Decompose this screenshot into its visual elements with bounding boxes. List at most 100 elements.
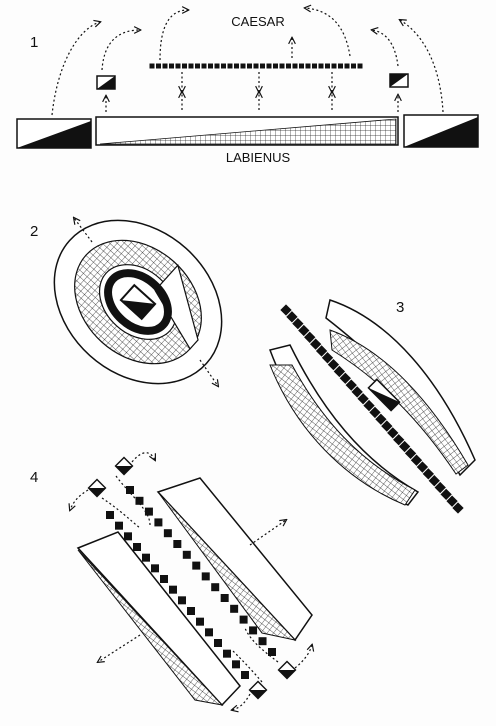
- panel-3-line-square: [357, 393, 369, 405]
- panel-3-line-square: [321, 352, 334, 364]
- panel-3-line-square: [298, 324, 310, 337]
- caesar-right-wing-unit: [389, 73, 409, 88]
- caesar-line-square: [312, 63, 317, 69]
- panel-2: 2: [30, 187, 223, 417]
- caesar-battle-line: [149, 63, 363, 69]
- panel-4-upper-left-block: [156, 477, 313, 642]
- caesar-line-square: [305, 63, 311, 69]
- labienus-label: LABIENUS: [226, 150, 291, 165]
- panel-4-line-a-square: [249, 626, 258, 635]
- panel-3-line-square: [428, 475, 440, 487]
- panel-4-line-a-square: [144, 507, 153, 516]
- panel-3-line-square: [333, 365, 346, 378]
- caesar-line-square: [299, 63, 304, 69]
- panel-4-unit-left: [87, 478, 107, 498]
- panel-3-line-square: [452, 502, 464, 514]
- caesar-line-square: [292, 63, 298, 69]
- panel-4-line-a-square: [201, 572, 210, 581]
- caesar-line-square: [208, 63, 213, 69]
- caesar-line-square: [227, 63, 233, 69]
- caesar-line-square: [266, 63, 272, 69]
- panel-1: 1 CAESAR LABIENUS: [16, 8, 479, 165]
- caesar-line-square: [331, 63, 337, 69]
- caesar-line-square: [175, 63, 181, 69]
- caesar-line-square: [240, 63, 246, 69]
- panel-4-line-a-square: [126, 486, 134, 494]
- panel-4-line-b-square: [223, 649, 231, 658]
- caesar-line-square: [156, 63, 161, 69]
- panel-number-3: 3: [396, 299, 404, 316]
- panel-4-unit-right: [277, 660, 297, 680]
- panel-3-line-square: [309, 338, 322, 350]
- panel-3-caesar-line: [280, 304, 464, 514]
- panel-4-line-b-square: [115, 521, 123, 530]
- caesar-line-square: [286, 63, 291, 69]
- panel-3-line-square: [398, 440, 411, 453]
- panel-4-movement-arrows: [70, 452, 312, 710]
- panel-4-line-b-square: [106, 511, 114, 519]
- panel-4-line-a-square: [192, 561, 201, 570]
- panel-3-line-square: [416, 461, 429, 473]
- panel-3-line-square: [375, 413, 387, 425]
- panel-4-line-a-square: [163, 529, 172, 538]
- panel-4-line-b-square: [187, 607, 195, 615]
- caesar-line-square: [260, 63, 265, 69]
- caesar-line-square: [214, 63, 220, 69]
- panel-3-line-square: [434, 481, 446, 494]
- caesar-line-square: [279, 63, 285, 69]
- panel-4-line-a: [126, 486, 276, 656]
- panel-4-line-b-square: [178, 596, 186, 605]
- panel-4-line-b-square: [214, 639, 222, 647]
- panel-3-line-square: [393, 434, 405, 446]
- panel-3-line-square: [446, 495, 458, 507]
- panel-3-line-square: [404, 447, 417, 460]
- caesar-line-square: [253, 63, 259, 69]
- labienus-left-cavalry: [16, 118, 92, 149]
- panel-4-lower-block: [76, 531, 241, 707]
- caesar-line-square: [195, 63, 200, 69]
- caesar-line-square: [182, 63, 187, 69]
- panel-4-line-a-square: [230, 604, 239, 613]
- panel-3-line-square: [440, 488, 452, 501]
- panel-number-2: 2: [30, 223, 38, 240]
- panel-4-line-b-square: [142, 553, 150, 562]
- panel-4-line-a-square: [173, 540, 182, 548]
- panel-3-lower-cavalry-arc: [269, 344, 420, 506]
- caesar-left-wing-unit: [96, 75, 116, 90]
- panel-3-line-square: [315, 345, 328, 357]
- caesar-line-square: [344, 63, 350, 69]
- panel-4-unit-top: [114, 456, 134, 476]
- panel-3-line-square: [387, 427, 399, 439]
- panel-4-line-a-square: [182, 550, 191, 559]
- panel-3-caesar-unit: [367, 378, 401, 412]
- panel-3-line-square: [339, 372, 351, 384]
- panel-3-line-square: [304, 331, 316, 343]
- caesar-line-square: [221, 63, 226, 69]
- panel-4-line-a-square: [135, 496, 144, 505]
- caesar-line-square: [169, 63, 174, 69]
- panel-3-line-square: [410, 454, 423, 466]
- caesar-line-square: [273, 63, 278, 69]
- panel-4-line-b-square: [196, 617, 204, 626]
- panel-3-line-square: [351, 386, 363, 398]
- panel-3: 3: [269, 299, 476, 514]
- panel-3-line-square: [292, 317, 304, 330]
- caesar-line-square: [338, 63, 343, 69]
- panel-4-line-b-square: [205, 628, 213, 637]
- panel-3-line-square: [369, 406, 381, 419]
- panel-1-movement-arrows: [51, 8, 444, 116]
- panel-4-line-a-square: [220, 594, 229, 602]
- panel-4-unit-bottom: [248, 680, 268, 700]
- caesar-line-square: [201, 63, 207, 69]
- panel-4-line-b: [106, 511, 249, 679]
- caesar-line-square: [357, 63, 363, 69]
- panel-3-line-square: [286, 311, 298, 323]
- caesar-line-square: [149, 63, 155, 69]
- panel-4-line-a-square: [211, 583, 220, 592]
- panel-3-line-square: [363, 399, 375, 412]
- caesar-line-square: [351, 63, 356, 69]
- labienus-infantry-line: [95, 116, 399, 146]
- caesar-line-square: [162, 63, 168, 69]
